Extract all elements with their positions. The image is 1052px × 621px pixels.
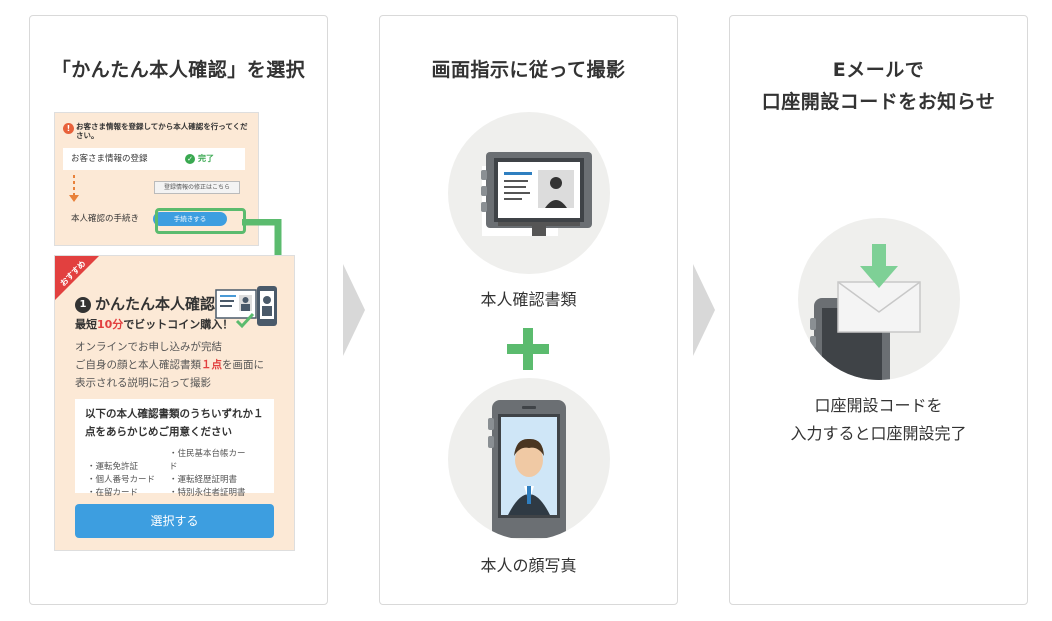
proceed-button[interactable]: 手続きする	[153, 212, 227, 226]
registration-status-mock: ! お客さま情報を登録してから本人確認を行ってください。 お客さま情報の登録 ✓…	[54, 112, 259, 246]
documents-heading: 以下の本人確認書類のうちいずれか１点をあらかじめご用意ください	[85, 408, 264, 438]
easy-verification-subtitle: 最短10分でビットコイン購入！	[75, 318, 234, 331]
doc-item: ・住民基本台帳カード	[169, 449, 246, 472]
step-number-badge: 1	[75, 297, 91, 313]
tablet-id-icon	[481, 152, 592, 236]
smartphone-face-icon	[488, 400, 566, 538]
step3-title-line1: Eメールで	[832, 59, 925, 81]
doc-item: ・特別永住者証明書	[169, 488, 246, 498]
caption-id-document: 本人確認書類	[480, 290, 577, 309]
caption-line1: 口座開設コードを	[814, 396, 943, 415]
step-card-photograph: 画面指示に従って撮影 本人確認書類	[379, 15, 678, 605]
plus-icon	[507, 328, 549, 370]
easy-verification-description: オンラインでお申し込みが完結 ご自身の顔と本人確認書類１点を画面に 表示される説…	[75, 341, 264, 389]
step-card-select: 「かんたん本人確認」を選択 ! お客さま情報を登録してから本人確認を行ってくださ…	[29, 15, 328, 605]
edit-info-link[interactable]: 登録情報の修正はこちら	[154, 181, 240, 194]
caption-line2: 入力すると口座開設完了	[790, 424, 967, 443]
step-card-email: Eメールで 口座開設コードをお知らせ 口座開設コードを 入力すると口座開設完了	[729, 15, 1028, 605]
doc-item: ・在留カード	[87, 488, 139, 498]
doc-item: ・運転経歴証明書	[169, 475, 238, 485]
doc-item: ・運転免許証	[87, 462, 139, 472]
step2-title: 画面指示に従って撮影	[431, 59, 626, 81]
email-phone-icon	[810, 244, 921, 380]
notice-text: ! お客さま情報を登録してから本人確認を行ってください。	[63, 122, 251, 140]
dotted-arrow-icon	[69, 175, 79, 202]
highlight-frame	[155, 208, 246, 234]
id-card-icon	[215, 286, 277, 329]
step1-title: 「かんたん本人確認」を選択	[51, 59, 306, 81]
chevron-right-icon	[693, 264, 715, 356]
caption-face-photo: 本人の顔写真	[480, 556, 577, 575]
status-complete: ✓完了	[185, 148, 214, 170]
step3-title-line2: 口座開設コードをお知らせ	[761, 91, 996, 113]
select-button[interactable]: 選択する	[75, 504, 274, 538]
row2-label: 本人確認の手続き	[71, 214, 140, 224]
chevron-right-icon	[343, 264, 365, 356]
id-document-illustration	[448, 112, 610, 274]
check-icon: ✓	[185, 154, 195, 164]
doc-item: ・個人番号カード	[87, 475, 156, 485]
row1-label: お客さま情報の登録	[71, 154, 148, 164]
documents-list: ・運転免許証 ・住民基本台帳カード ・個人番号カード ・運転経歴証明書 ・在留カード…	[87, 448, 251, 500]
email-code-illustration	[798, 218, 960, 380]
required-documents-box: 以下の本人確認書類のうちいずれか１点をあらかじめご用意ください ・運転免許証 ・住…	[75, 399, 274, 498]
face-photo-illustration	[448, 378, 610, 540]
row-identity-verification: 本人確認の手続き 手続きする	[63, 208, 245, 230]
row-customer-info: お客さま情報の登録 ✓完了	[63, 148, 245, 170]
recommend-badge	[55, 256, 99, 300]
warning-icon: !	[63, 123, 74, 134]
